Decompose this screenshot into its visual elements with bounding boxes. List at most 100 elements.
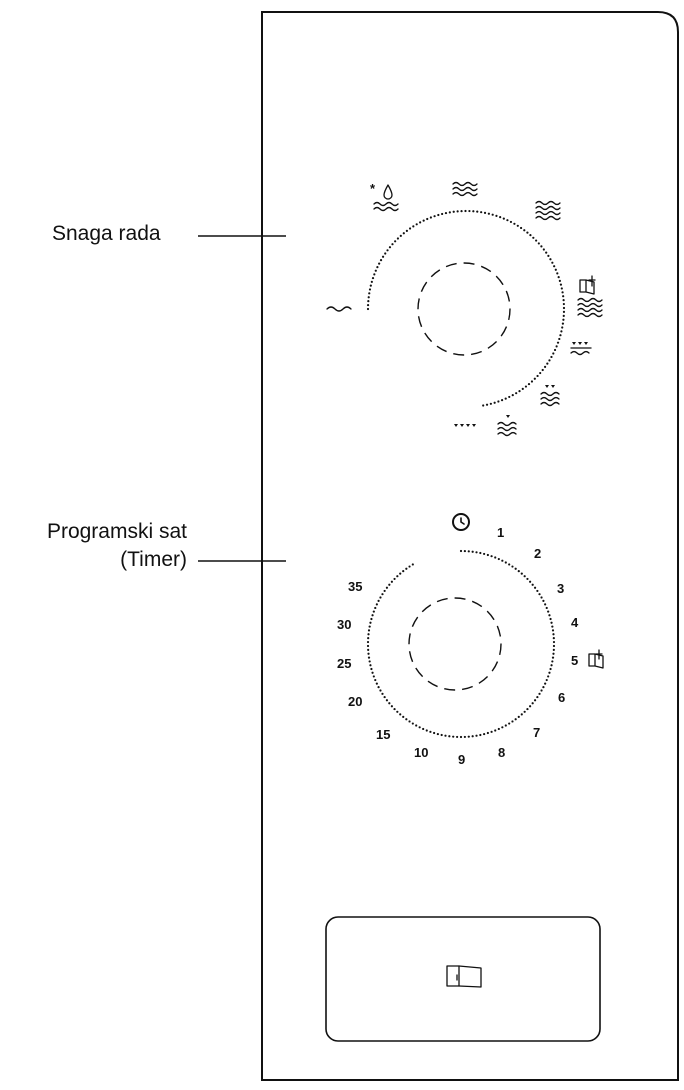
scale-dot — [524, 385, 528, 388]
scale-dot — [429, 216, 432, 219]
scale-dot — [368, 292, 371, 295]
scale-dot — [549, 667, 552, 671]
door-open-button[interactable] — [325, 916, 601, 1042]
scale-dot — [388, 702, 391, 705]
timer-number-3: 3 — [557, 581, 564, 596]
scale-dot — [415, 223, 418, 226]
scale-dot — [437, 213, 440, 217]
scale-dot — [374, 269, 377, 272]
scale-dot — [504, 724, 507, 727]
scale-dot — [497, 400, 500, 403]
scale-dot — [540, 596, 543, 599]
scale-dot — [511, 394, 514, 397]
scale-dot — [367, 656, 371, 659]
timer-number-20: 20 — [348, 694, 362, 709]
scale-dot — [489, 402, 492, 405]
scale-dot — [393, 707, 396, 711]
scale-dot — [499, 216, 502, 219]
scale-dot — [373, 273, 376, 276]
scale-dot — [483, 552, 486, 556]
scale-dot — [561, 326, 564, 329]
scale-dot — [539, 371, 542, 375]
scale-dot — [552, 652, 555, 655]
timer-dial[interactable] — [366, 549, 556, 739]
scale-dot — [391, 243, 394, 246]
scale-dot — [385, 699, 389, 702]
scale-dot — [551, 261, 554, 264]
scale-dot — [544, 682, 547, 685]
scale-dot — [558, 279, 561, 282]
scale-dot — [508, 395, 511, 399]
scale-dot — [375, 682, 378, 685]
timer-number-9: 9 — [458, 752, 465, 767]
scale-dot — [526, 577, 529, 581]
scale-dot — [471, 550, 474, 553]
scale-dot — [412, 225, 415, 228]
scale-dot — [369, 284, 372, 287]
scale-dot — [422, 219, 425, 222]
scale-dot — [405, 229, 408, 232]
scale-dot — [552, 352, 555, 355]
scale-dot — [501, 726, 504, 729]
scale-dot — [529, 234, 532, 237]
scale-dot — [381, 692, 384, 695]
scale-dot — [516, 224, 519, 227]
scale-dot — [533, 586, 537, 589]
scale-dot — [562, 318, 565, 321]
scale-dot — [545, 678, 548, 682]
scale-dot — [375, 603, 378, 606]
scale-dot — [542, 685, 545, 689]
scale-dot — [471, 735, 474, 738]
scale-dot — [459, 735, 463, 739]
scale-dot — [527, 382, 531, 386]
scale-dot — [494, 556, 497, 559]
high-wave-icon — [535, 200, 561, 221]
scale-dot — [537, 242, 540, 245]
power-dial-scale — [366, 209, 566, 407]
scale-dot — [371, 276, 375, 280]
wave-icon — [452, 181, 478, 197]
scale-dot — [408, 720, 411, 723]
scale-dot — [399, 713, 402, 716]
scale-dot — [402, 232, 405, 235]
scale-dot — [371, 671, 374, 674]
scale-dot — [379, 259, 383, 262]
power-dial[interactable] — [366, 209, 566, 407]
scale-dot — [518, 390, 521, 393]
timer-knob[interactable] — [408, 597, 502, 691]
timer-number-5: 5 — [571, 653, 578, 668]
scale-dot — [369, 621, 372, 624]
scale-dot — [559, 283, 563, 286]
scale-dot — [551, 625, 554, 628]
power-knob[interactable] — [417, 262, 511, 356]
scale-dot — [367, 300, 370, 303]
timer-number-4: 4 — [571, 615, 579, 630]
scale-dot — [402, 715, 405, 718]
timer-number-25: 25 — [337, 656, 351, 671]
scale-dot — [379, 689, 382, 692]
scale-dot — [463, 735, 466, 739]
scale-dot — [504, 397, 507, 400]
scale-dot — [549, 258, 552, 261]
scale-dot — [370, 280, 373, 283]
scale-dot — [526, 231, 529, 234]
scale-dot — [547, 675, 550, 678]
scale-dot — [368, 625, 371, 628]
scale-dot — [418, 726, 421, 729]
scale-dot — [523, 229, 526, 232]
scale-dot — [532, 236, 535, 239]
scale-dot — [388, 246, 392, 249]
scale-dot — [543, 365, 547, 368]
scale-dot — [548, 671, 551, 674]
defrost-wave-icon: * — [370, 181, 399, 212]
scale-dot — [529, 580, 532, 583]
scale-dot — [480, 211, 483, 214]
scale-dot — [551, 629, 555, 632]
scale-dot — [551, 656, 555, 659]
scale-dot — [490, 555, 493, 558]
scale-dot — [550, 664, 553, 667]
scale-dot — [366, 303, 370, 307]
scale-dot — [426, 217, 429, 221]
scale-dot — [408, 565, 411, 568]
scale-dot — [555, 345, 558, 348]
